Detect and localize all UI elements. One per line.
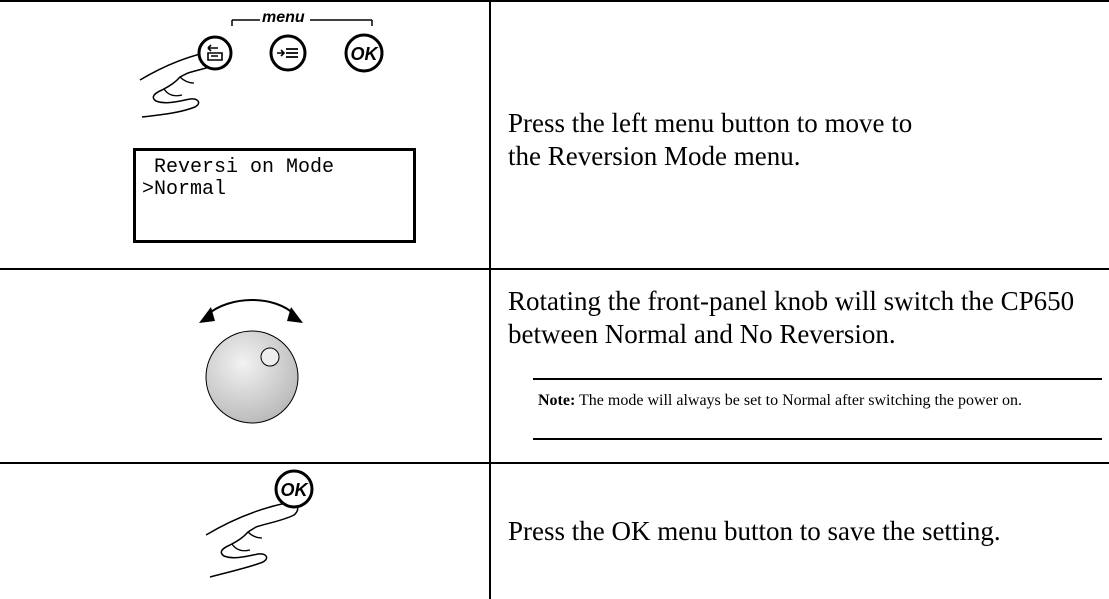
table-top-border <box>0 0 1109 2</box>
menu-label: menu <box>262 9 305 26</box>
rotary-knob-icon <box>199 299 303 424</box>
column-divider <box>489 0 491 599</box>
step-2-description: Rotating the front-panel knob will switc… <box>508 286 1075 349</box>
next-menu-icon[interactable] <box>268 33 308 73</box>
ok-button-label: OK <box>281 480 310 500</box>
row-divider-1 <box>0 268 1109 270</box>
ok-button-label: OK <box>351 44 380 64</box>
note-label: Note: <box>538 392 576 409</box>
ok-button-icon[interactable]: OK <box>273 468 315 510</box>
menu-bracket <box>231 19 373 26</box>
lcd-line-1: Reversi on Mode <box>142 156 335 179</box>
ok-button-icon[interactable]: OK <box>343 32 385 74</box>
note-text: The mode will always be set to Normal af… <box>575 392 1023 409</box>
lcd-display: Reversi on Mode >Normal <box>133 148 416 243</box>
step-3-description: Press the OK menu button to save the set… <box>508 516 1001 546</box>
row-divider-2 <box>0 462 1109 464</box>
note-box: Note: The mode will always be set to Nor… <box>533 378 1102 440</box>
back-menu-icon[interactable] <box>196 34 234 72</box>
step-1-description: Press the left menu button to move to th… <box>508 108 913 171</box>
lcd-line-2: >Normal <box>142 178 227 201</box>
